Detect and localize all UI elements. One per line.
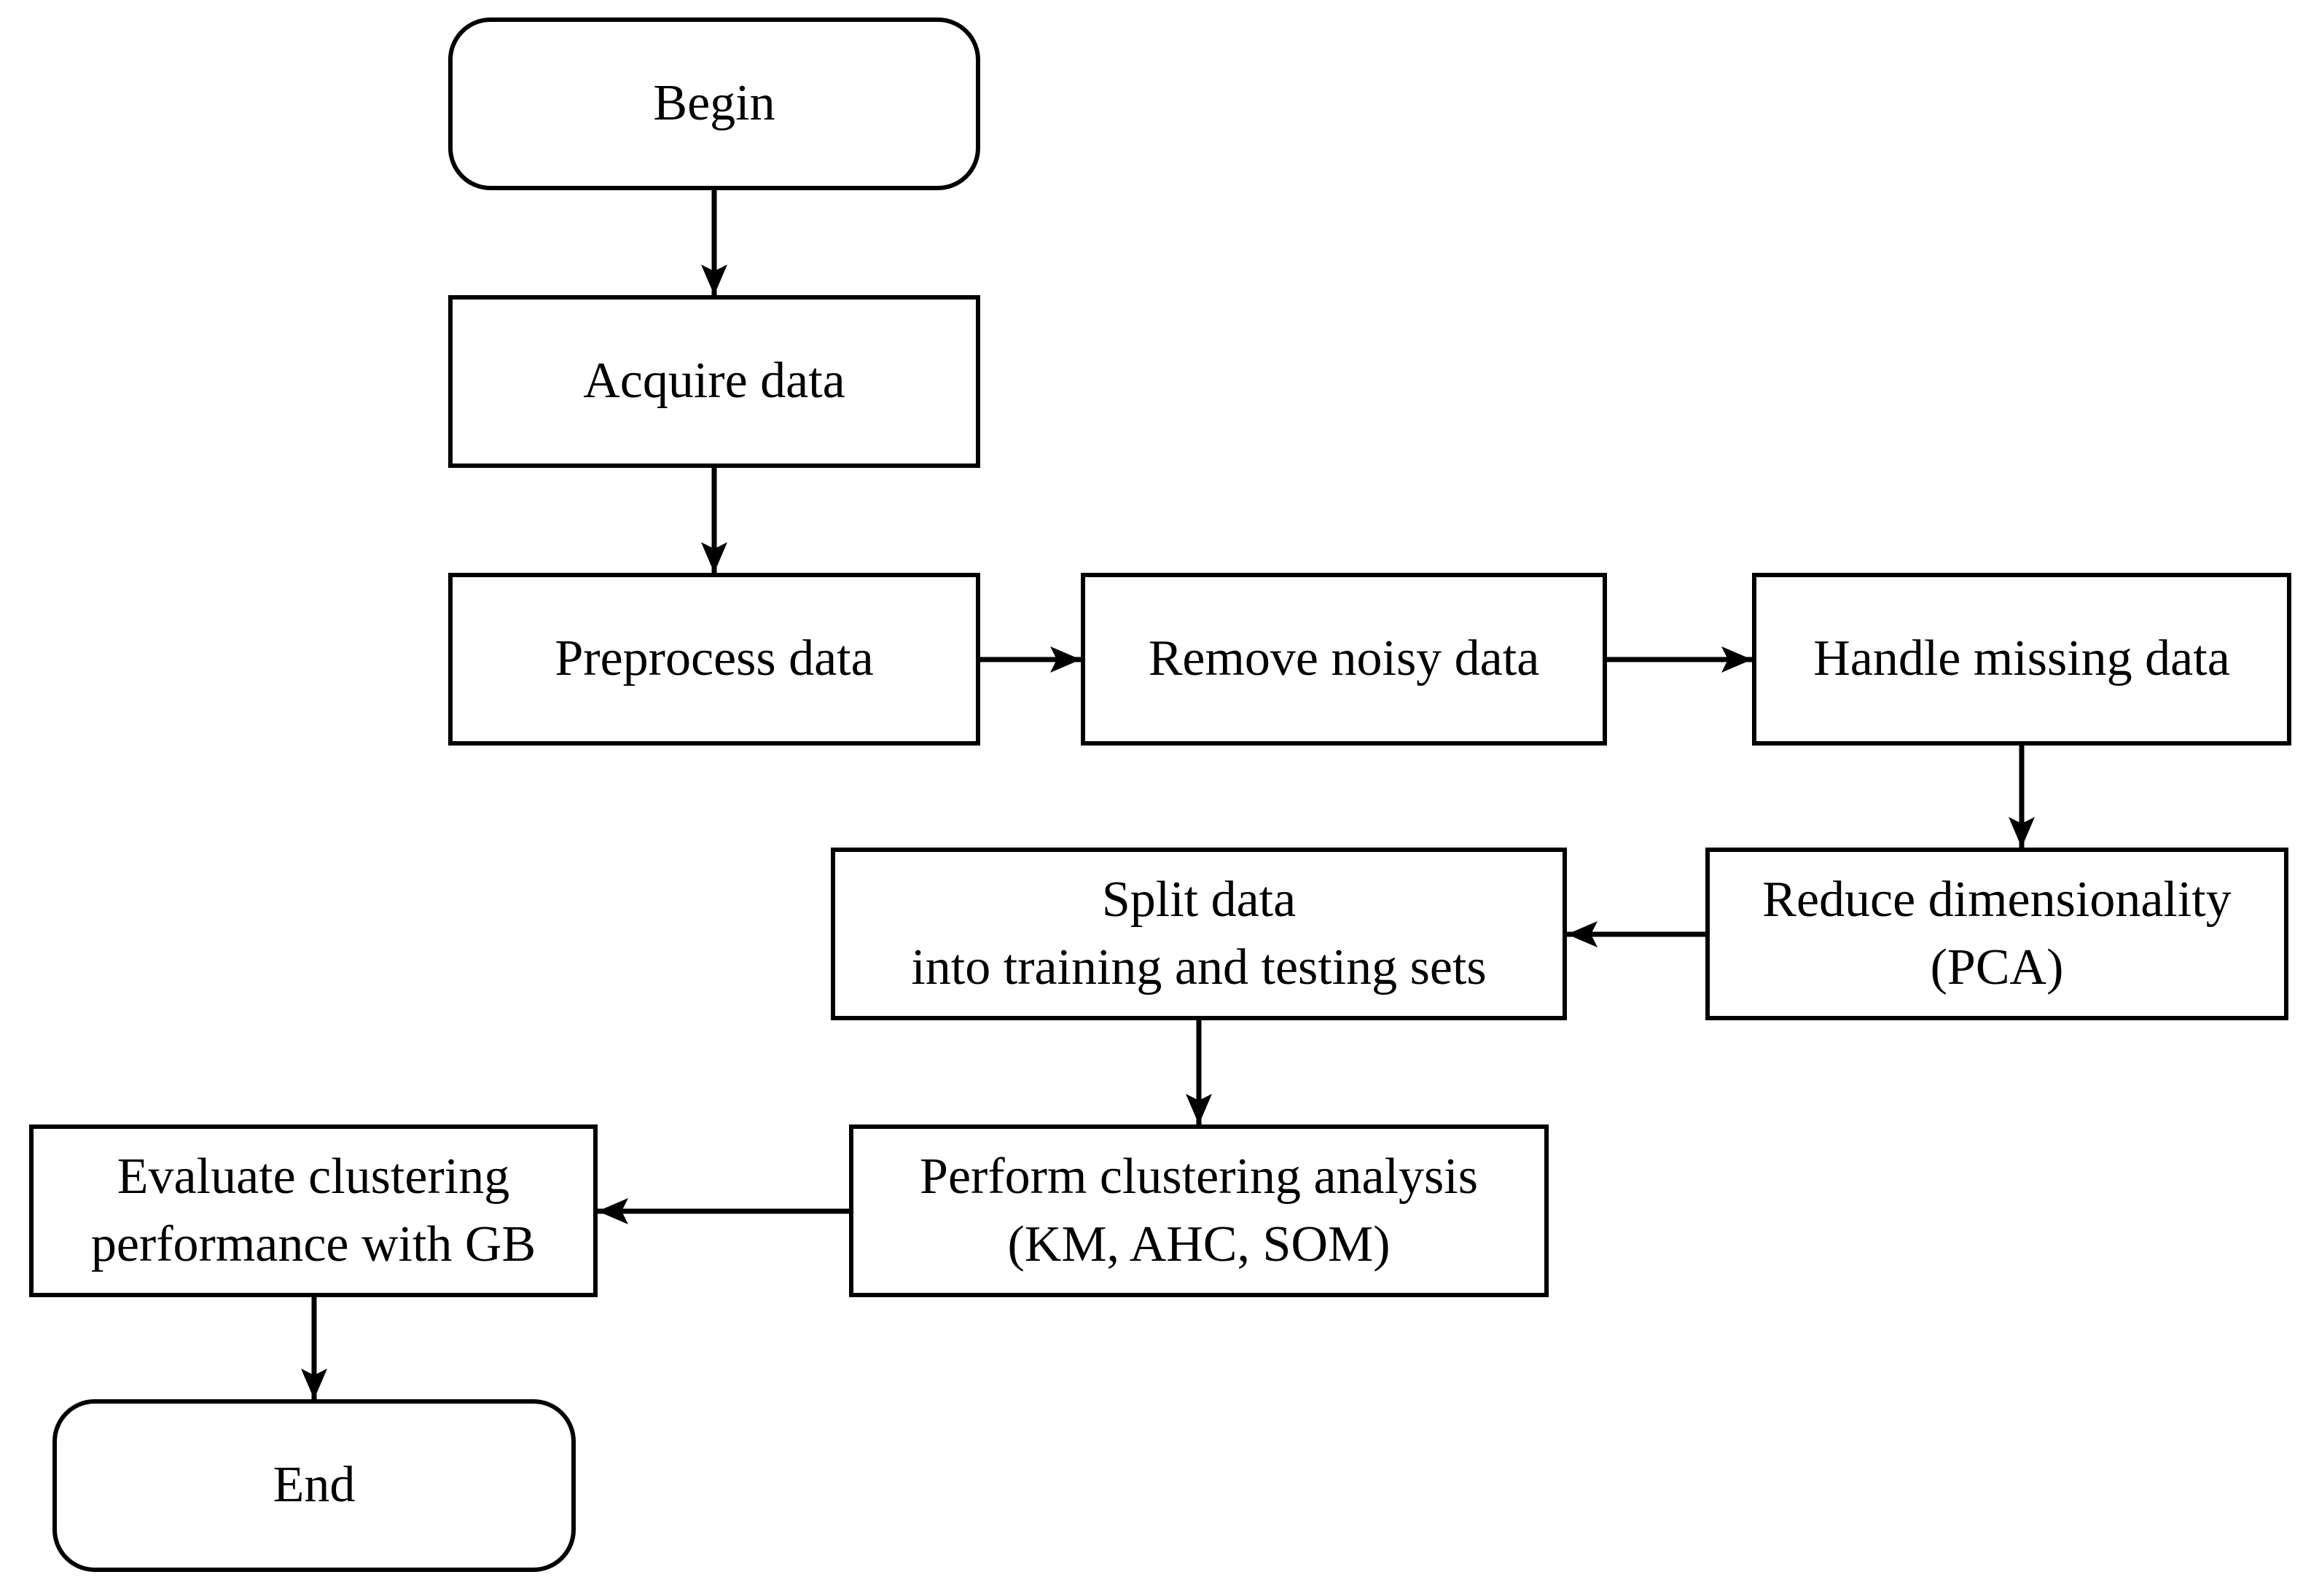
node-label: Handle missing data bbox=[1813, 630, 2230, 687]
node-label-line1: Reduce dimensionality bbox=[1762, 872, 2232, 928]
node-label-line1: Split data bbox=[1101, 872, 1297, 928]
node-acquire-data: Acquire data bbox=[448, 295, 980, 468]
node-label: Preprocess data bbox=[555, 630, 874, 687]
node-label-line2: performance with GB bbox=[90, 1216, 536, 1272]
node-remove-noisy-data: Remove noisy data bbox=[1081, 573, 1607, 746]
node-label-line1: Perform clustering analysis bbox=[920, 1149, 1478, 1205]
node-end: End bbox=[52, 1399, 576, 1572]
node-label-line2: into training and testing sets bbox=[911, 939, 1487, 995]
node-label: Begin bbox=[653, 75, 775, 132]
node-label: Remove noisy data bbox=[1148, 630, 1540, 687]
node-evaluate-clustering: Evaluate clustering performance with GB bbox=[29, 1124, 598, 1297]
node-label-line1: Evaluate clustering bbox=[117, 1149, 510, 1205]
node-label: Acquire data bbox=[583, 353, 845, 410]
node-handle-missing-data: Handle missing data bbox=[1752, 573, 2291, 746]
node-split-data: Split data into training and testing set… bbox=[831, 848, 1567, 1020]
node-label-line2: (PCA) bbox=[1930, 939, 2064, 995]
node-label: End bbox=[273, 1457, 356, 1514]
node-perform-clustering-analysis: Perform clustering analysis (KM, AHC, SO… bbox=[849, 1124, 1549, 1297]
node-label-line2: (KM, AHC, SOM) bbox=[1007, 1216, 1391, 1272]
node-reduce-dimensionality: Reduce dimensionality (PCA) bbox=[1705, 848, 2288, 1020]
node-begin: Begin bbox=[448, 17, 980, 190]
node-preprocess-data: Preprocess data bbox=[448, 573, 980, 746]
